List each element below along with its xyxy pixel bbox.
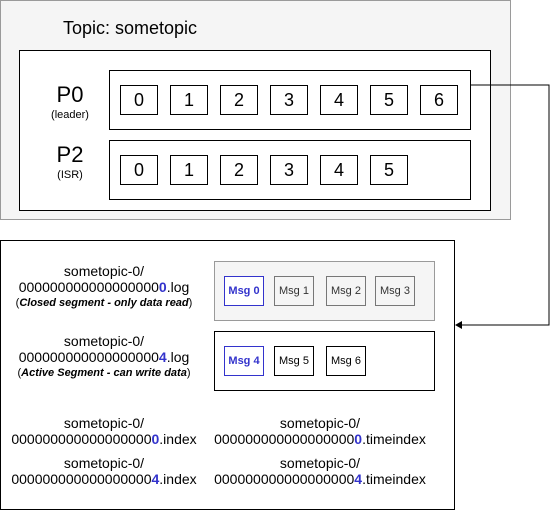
offset-cell: 6	[420, 85, 458, 115]
offset-cell: 2	[220, 155, 258, 185]
timeindex-file-label: sometopic-0/ 0000000000000000004.timeind…	[214, 455, 426, 487]
segment-filename: 0000000000000000000.log	[18, 279, 190, 295]
active-segment-label: sometopic-0/ 0000000000000000004.log (Ac…	[0, 333, 208, 381]
message-cell: Msg 3	[375, 276, 415, 306]
segment-note: (Closed segment - only data read)	[15, 297, 193, 309]
partition-name: P2	[56, 142, 84, 167]
index-file-label: sometopic-0/ 0000000000000000000.index	[11, 415, 197, 447]
message-cell: Msg 4	[224, 346, 264, 376]
message-cell: Msg 2	[326, 276, 366, 306]
segment-dir: sometopic-0/	[63, 263, 145, 279]
offset-cell: 4	[320, 155, 358, 185]
partition-p0-label: P0 (leader)	[30, 82, 110, 122]
offset-cell: 4	[320, 85, 358, 115]
offset-cell: 3	[270, 85, 308, 115]
segment-filename: 0000000000000000004.log	[18, 349, 190, 365]
offset-cell: 0	[120, 155, 158, 185]
message-cell: Msg 0	[224, 276, 264, 306]
offset-cell: 3	[270, 155, 308, 185]
partition-p2-label: P2 (ISR)	[30, 142, 110, 182]
message-cell: Msg 1	[274, 276, 314, 306]
timeindex-file-label: sometopic-0/ 0000000000000000000.timeind…	[214, 415, 426, 447]
message-cell: Msg 6	[326, 346, 366, 376]
offset-cell: 5	[370, 85, 408, 115]
offset-cell: 1	[170, 85, 208, 115]
partition-role: (ISR)	[57, 169, 83, 181]
partition-role: (leader)	[51, 109, 89, 121]
message-cell: Msg 5	[274, 346, 314, 376]
offset-cell: 5	[370, 155, 408, 185]
closed-segment-label: sometopic-0/ 0000000000000000000.log (Cl…	[0, 263, 208, 311]
offset-cell: 2	[220, 85, 258, 115]
offset-cell: 0	[120, 85, 158, 115]
partition-name: P0	[56, 82, 84, 107]
topic-title: Topic: sometopic	[63, 18, 198, 38]
segment-note: (Active Segment - can write data)	[17, 367, 191, 379]
offset-cell: 1	[170, 155, 208, 185]
index-file-label: sometopic-0/ 0000000000000000004.index	[11, 455, 197, 487]
segment-dir: sometopic-0/	[63, 333, 145, 349]
